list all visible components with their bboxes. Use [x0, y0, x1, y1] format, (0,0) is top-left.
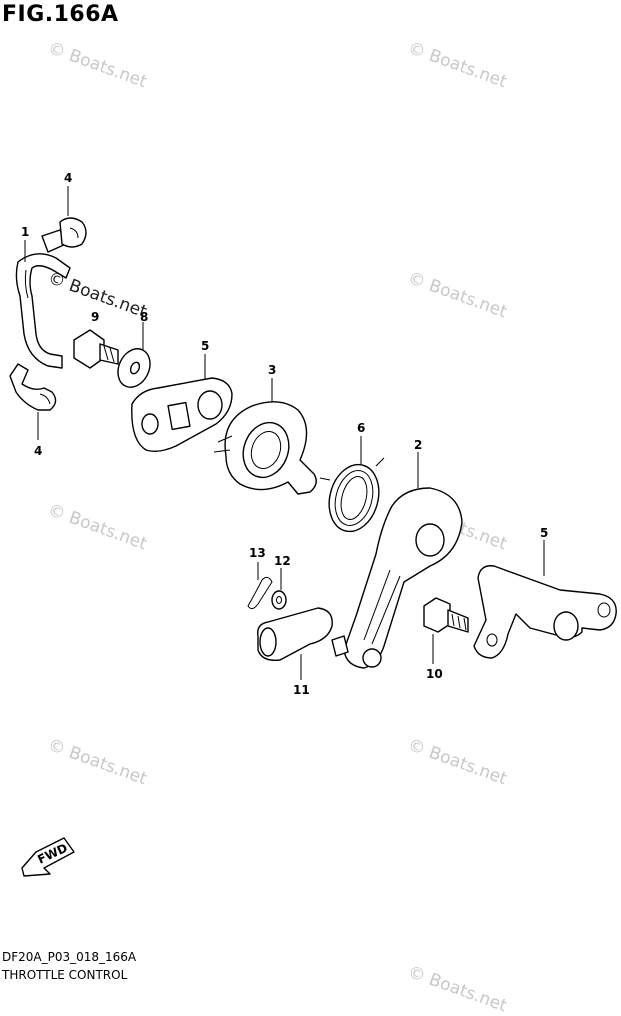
- washer-part-8: [117, 348, 151, 388]
- callout-1: 1: [21, 225, 29, 239]
- callout-10: 10: [426, 667, 443, 681]
- forward-arrow: FWD: [21, 837, 75, 877]
- callout-13: 13: [249, 546, 266, 560]
- throttle-lever-part-2: [331, 487, 463, 669]
- link-part-11: [257, 607, 333, 661]
- parts-drawing: FWD 4 1 4 8 9 5 3 6 2 5 13 12 11 10: [9, 171, 617, 877]
- clip-part-4-top: [41, 217, 87, 253]
- callout-12: 12: [274, 554, 291, 568]
- callout-4-top: 4: [64, 171, 72, 185]
- clip-pin-part-13: [247, 576, 273, 610]
- washer-part-12: [271, 590, 287, 610]
- callout-8: 8: [140, 310, 148, 324]
- drawing-name: THROTTLE CONTROL: [2, 968, 128, 982]
- callout-11: 11: [293, 683, 310, 697]
- bracket-part-6: [473, 565, 617, 659]
- figure-title: FIG.166A: [2, 2, 119, 27]
- callout-9: 9: [91, 310, 99, 324]
- callout-7: 6: [357, 421, 365, 435]
- hose-part-1: [15, 253, 71, 369]
- spring-part-7: [319, 457, 385, 533]
- callout-5: 5: [201, 339, 209, 353]
- callout-4-bottom: 4: [34, 444, 42, 458]
- clip-part-4-bottom: [9, 363, 57, 411]
- bolt-part-10: [423, 597, 469, 633]
- drawing-code: DF20A_P03_018_166A: [2, 950, 137, 964]
- plate-part-5: [131, 377, 233, 453]
- callout-3: 3: [268, 363, 276, 377]
- cam-part-3: [213, 401, 317, 495]
- callout-2: 2: [414, 438, 422, 452]
- callout-6: 5: [540, 526, 548, 540]
- bolt-part-9: [73, 329, 119, 369]
